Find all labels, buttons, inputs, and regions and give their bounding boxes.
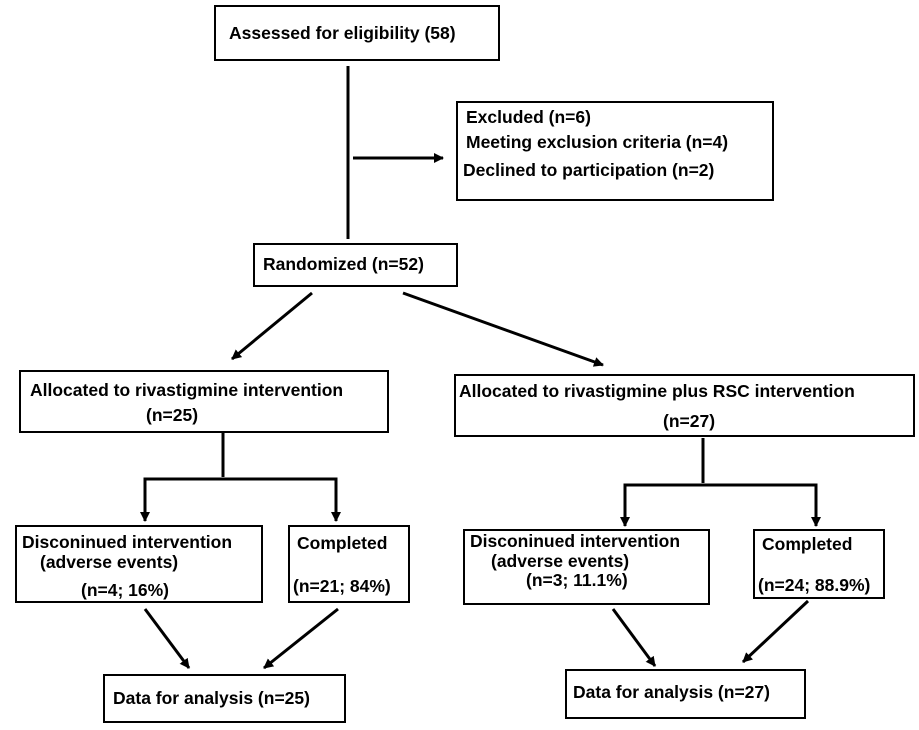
arm-b-discontinued-line2: (adverse events): [491, 551, 630, 571]
arm-b-allocation-line1: Allocated to rivastigmine plus RSC inter…: [459, 381, 855, 401]
excluded-reason-declined: Declined to participation (n=2): [463, 160, 715, 180]
arm-a-allocation-line2: (n=25): [146, 405, 199, 425]
arrow-arm-b-discontinued-to-analysis: [611, 608, 657, 667]
arrow-arm-b-completed-to-analysis: [741, 599, 810, 664]
arm-b-allocation-box: [454, 374, 915, 437]
arm-b-discontinued-line1: Disconinued intervention: [470, 531, 681, 551]
arm-b-analysis-box: [565, 669, 806, 719]
assessed-box: [214, 5, 500, 61]
arrow-arm-a-discontinued-to-analysis: [143, 608, 191, 669]
arm-b-allocation-line2: (n=27): [663, 411, 716, 431]
arrow-to-arm-b: [402, 291, 604, 367]
arm-a-discontinued-box: [15, 525, 263, 603]
arm-b-discontinued-box: [463, 529, 710, 605]
randomized-label: Randomized (n=52): [263, 254, 424, 274]
arm-a-analysis-label: Data for analysis (n=25): [113, 688, 310, 708]
arm-b-completed-box: [753, 529, 885, 599]
arm-a-allocation-box: [19, 370, 389, 433]
arm-a-allocation-line1: Allocated to rivastigmine intervention: [30, 380, 344, 400]
arm-a-analysis-box: [103, 674, 346, 723]
arrow-to-arm-a: [231, 291, 313, 361]
arm-a-completed-box: [288, 525, 410, 603]
arm-a-discontinued-line2: (adverse events): [40, 552, 179, 572]
arm-a-split-bracket: [143, 477, 338, 518]
excluded-reason-criteria: Meeting exclusion criteria (n=4): [466, 132, 729, 152]
randomized-box: [253, 243, 458, 287]
arm-b-split-bracket: [623, 483, 818, 522]
arm-a-completed-line1: Completed: [297, 533, 388, 553]
arm-a-discontinued-line1: Disconinued intervention: [22, 532, 233, 552]
arm-b-completed-line1: Completed: [762, 534, 853, 554]
arm-a-discontinued-line3: (n=4; 16%): [81, 580, 170, 600]
arm-b-discontinued-line3: (n=3; 11.1%): [526, 570, 628, 590]
assessed-label: Assessed for eligibility (58): [229, 23, 456, 43]
arrow-arm-a-completed-to-analysis: [263, 607, 339, 670]
arm-b-analysis-label: Data for analysis (n=27): [573, 682, 770, 702]
excluded-box: [456, 101, 774, 201]
excluded-title: Excluded (n=6): [466, 107, 591, 127]
arm-b-completed-line2: (n=24; 88.9%): [758, 575, 871, 595]
arm-a-completed-line2: (n=21; 84%): [293, 576, 391, 596]
